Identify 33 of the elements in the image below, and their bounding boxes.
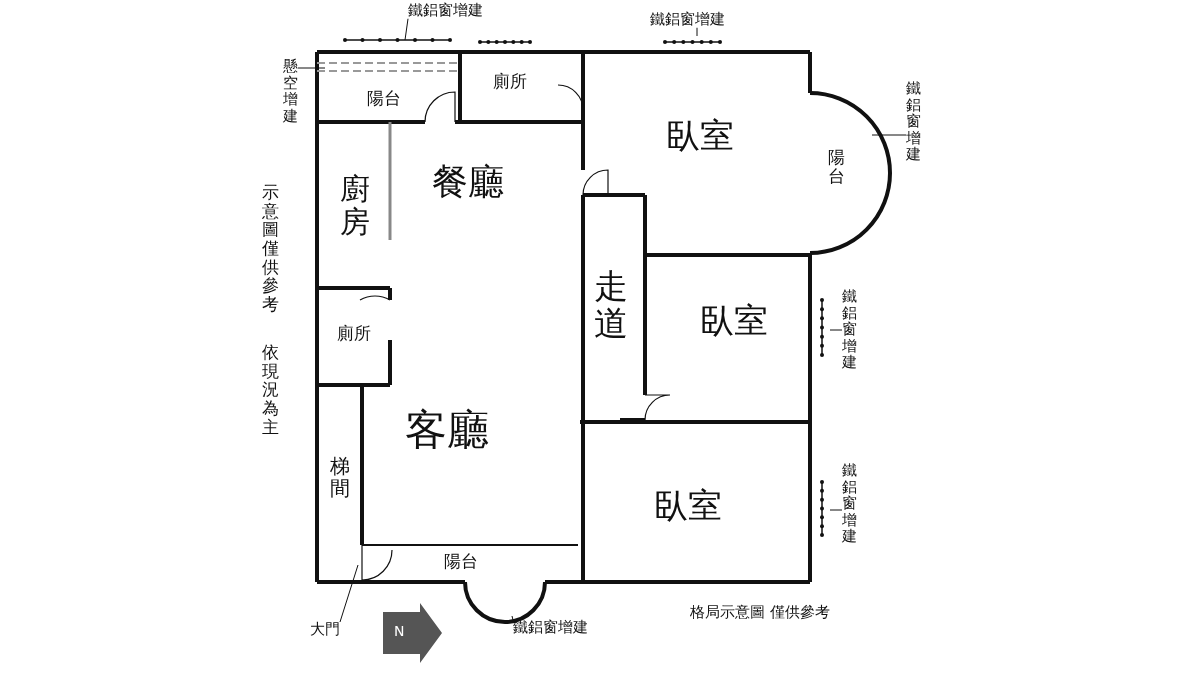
leader-line xyxy=(871,134,907,136)
callout-text: 鐵鋁窗增建 xyxy=(650,12,725,28)
room-label: 餐廳 xyxy=(432,163,504,201)
room-label: 走道 xyxy=(594,268,628,343)
north-label: N xyxy=(394,624,405,639)
room-label: 臥室 xyxy=(654,488,722,524)
room-label: 陽台 xyxy=(367,90,401,108)
note-text: 格局示意圖 僅供參考 xyxy=(690,605,830,621)
callout-text: 鐵鋁窗增建 xyxy=(906,80,921,163)
room-label: 廁所 xyxy=(493,73,527,91)
leader-line xyxy=(511,615,514,621)
room-label: 臥室 xyxy=(666,118,734,154)
room-label: 臥室 xyxy=(700,303,768,339)
room-label: 梯間 xyxy=(330,455,350,499)
callout-text: 大門 xyxy=(310,622,340,638)
callout-text: 懸空增建 xyxy=(283,58,298,124)
room-label: 廁所 xyxy=(337,325,371,343)
room-label: 陽台 xyxy=(828,148,845,186)
leader-line xyxy=(404,18,409,41)
leader-line xyxy=(829,329,843,331)
leader-line xyxy=(829,509,843,511)
room-label: 廚房 xyxy=(340,172,370,238)
leader-line xyxy=(696,27,698,37)
room-label: 客廳 xyxy=(405,408,489,453)
callout-text: 鐵鋁窗增建 xyxy=(513,620,588,636)
room-label: 陽台 xyxy=(444,553,478,571)
callout-text: 鐵鋁窗增建 xyxy=(842,288,857,371)
leader-line xyxy=(339,564,359,623)
callout-text: 鐵鋁窗增建 xyxy=(408,3,483,19)
note-text: 示意圖僅供參考 xyxy=(262,183,279,314)
note-text: 依現況為主 xyxy=(262,343,279,437)
leader-line xyxy=(297,67,326,69)
callout-text: 鐵鋁窗增建 xyxy=(842,462,857,545)
